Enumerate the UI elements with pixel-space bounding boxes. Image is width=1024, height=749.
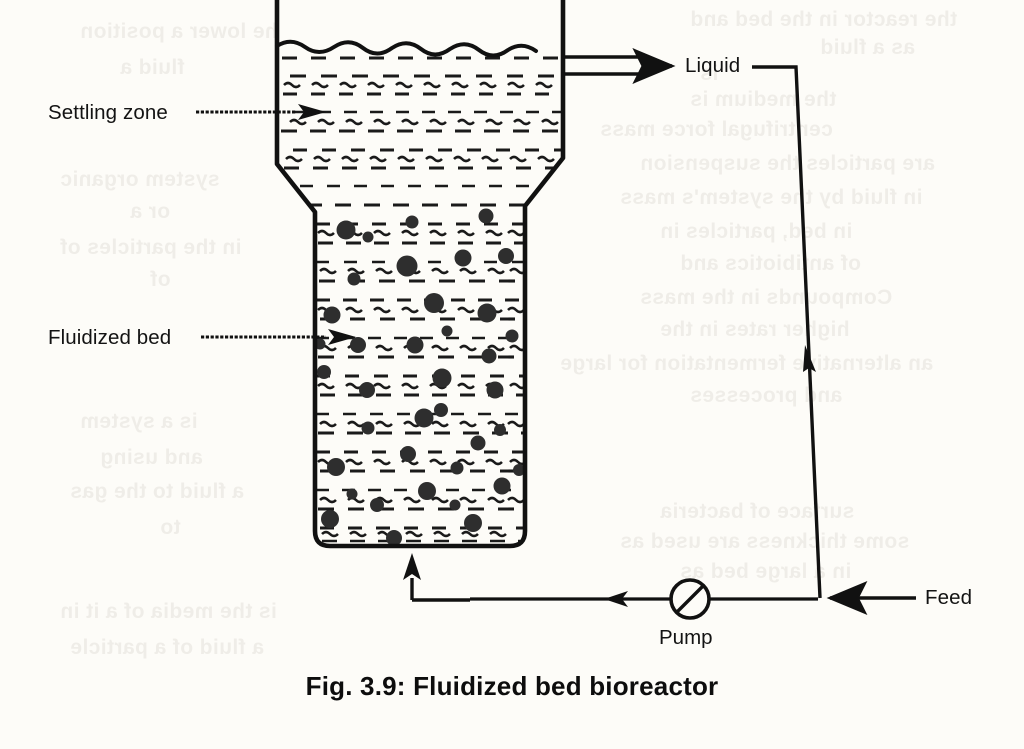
particle xyxy=(317,365,331,379)
particle xyxy=(418,482,436,500)
reactor-inlet-line xyxy=(410,578,470,602)
particle xyxy=(481,348,497,364)
particle xyxy=(450,461,464,475)
particle xyxy=(513,464,525,476)
particle xyxy=(361,421,375,435)
particle xyxy=(505,329,519,343)
particle xyxy=(432,368,452,388)
reactor-inlet-arrow xyxy=(403,553,421,580)
particle xyxy=(434,403,448,417)
figure-caption: Fig. 3.9: Fluidized bed bioreactor xyxy=(305,671,719,701)
particle xyxy=(477,303,497,323)
vessel-wall xyxy=(274,0,566,549)
particle xyxy=(350,337,366,353)
particle xyxy=(346,488,358,500)
fluidized-bed-leader xyxy=(201,329,356,345)
particle xyxy=(400,446,416,462)
particle xyxy=(370,498,384,512)
recycle-line-path xyxy=(752,65,822,599)
particle xyxy=(493,477,511,495)
particle xyxy=(494,424,506,436)
particle xyxy=(454,249,472,267)
liquid-surface xyxy=(275,39,538,58)
recycle-line xyxy=(752,65,822,599)
particle xyxy=(414,408,434,428)
pump-discharge-arrow xyxy=(604,591,628,607)
vessel-outline xyxy=(274,0,566,549)
particle xyxy=(359,382,375,398)
particle xyxy=(396,255,418,277)
feed-label: Feed xyxy=(925,586,973,609)
particle xyxy=(386,530,402,546)
particle xyxy=(406,336,424,354)
settling-zone-leader xyxy=(196,104,326,120)
recycle-down-arrow xyxy=(803,345,816,372)
liquid-outlet-pipe xyxy=(563,55,648,76)
particle xyxy=(478,208,494,224)
particle xyxy=(498,248,514,264)
settling-zone-arrowhead xyxy=(298,104,326,120)
particle xyxy=(470,435,486,451)
liquid-hatching xyxy=(281,56,563,543)
particle xyxy=(441,325,453,337)
pump-diagonal xyxy=(675,584,705,614)
particle xyxy=(486,381,504,399)
particle xyxy=(323,306,341,324)
particle xyxy=(321,510,339,528)
particle xyxy=(464,514,482,532)
settling-zone-label: Settling zone xyxy=(48,101,168,124)
particle xyxy=(405,215,419,229)
particle xyxy=(327,458,345,476)
particle xyxy=(347,272,361,286)
fluidized-bed-label: Fluidized bed xyxy=(48,326,172,349)
particle xyxy=(449,499,461,511)
particle xyxy=(424,293,444,313)
liquid-label: Liquid xyxy=(685,54,741,77)
fluidized-bed-arrowhead xyxy=(328,329,356,345)
pump-symbol[interactable] xyxy=(669,578,711,620)
vessel-interior xyxy=(277,0,563,546)
pump-label: Pump xyxy=(659,626,713,649)
particle xyxy=(362,231,374,243)
particle xyxy=(336,220,356,240)
